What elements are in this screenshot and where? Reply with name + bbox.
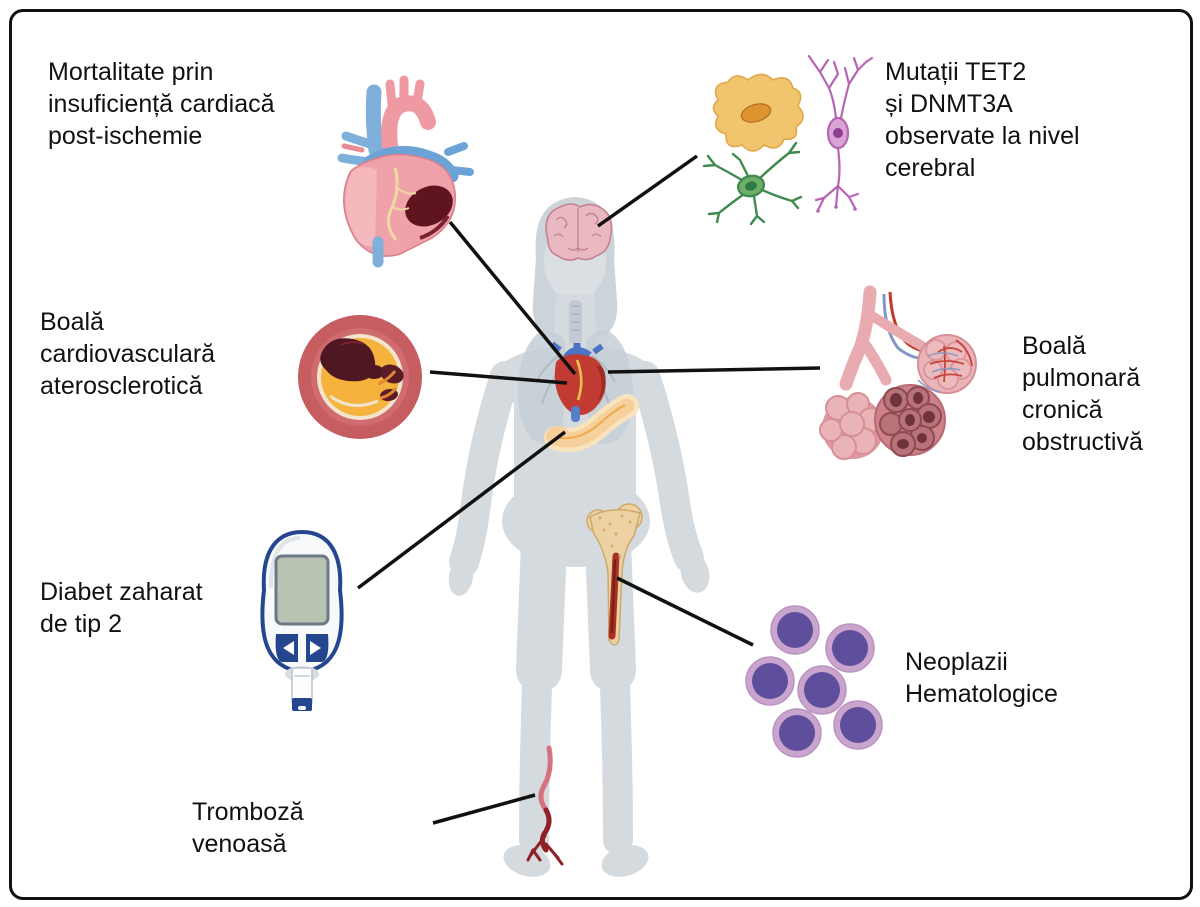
brain-icon <box>545 203 613 261</box>
connector-lines <box>356 154 821 825</box>
label-copd: Boală pulmonară cronică obstructivă <box>1022 332 1143 456</box>
label-type2-diabetes: Diabet zaharat de tip 2 <box>40 578 203 638</box>
human-body-silhouette <box>448 197 710 877</box>
astrocyte-icon <box>702 141 803 226</box>
microglia-icon <box>712 73 804 152</box>
connector-femur <box>616 576 754 647</box>
label-venous-thrombosis: Tromboză venoasă <box>192 798 304 858</box>
connector-vein <box>432 793 536 825</box>
label-tet2-dnmt3a-mutations: Mutații TET2 și DNMT3A observate la nive… <box>885 58 1080 182</box>
label-atherosclerotic-cvd: Boală cardiovasculară aterosclerotică <box>40 308 216 400</box>
glucometer-icon <box>260 529 344 711</box>
femur-bone-icon <box>586 503 643 646</box>
neuron-icon <box>807 54 874 213</box>
connector-heart <box>448 220 577 376</box>
label-hematologic-neoplasms: Neoplazii Hematologice <box>905 648 1058 708</box>
anatomical-heart-icon <box>337 75 474 268</box>
alveoli-icon <box>819 285 977 460</box>
cancer-cells-icon <box>745 605 883 758</box>
label-heart-failure-mortality: Mortalitate prin insuficiență cardiacă p… <box>48 58 275 150</box>
connector-pancreas <box>356 430 567 590</box>
chest-heart-icon <box>550 341 606 422</box>
artery-cross-section-icon <box>298 315 422 439</box>
glucometer-buttons <box>275 634 329 662</box>
leg-vein-icon <box>526 745 564 866</box>
connector-brain <box>596 154 699 228</box>
connector-lung <box>607 366 821 374</box>
connector-artery <box>429 370 568 385</box>
brain-cells-icon <box>702 54 874 226</box>
